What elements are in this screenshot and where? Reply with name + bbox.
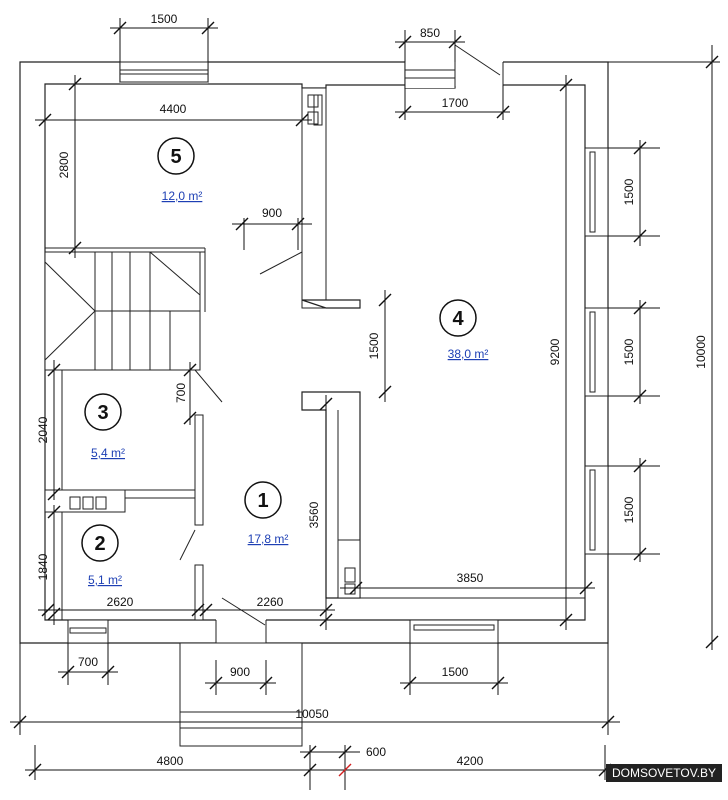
door-top — [404, 44, 504, 88]
dim-left-part: 4800 — [157, 754, 184, 768]
dim-room5-depth: 2800 — [57, 151, 71, 178]
dim-room5-width: 4400 — [160, 102, 187, 116]
room-5-area: 12,0 m² — [162, 189, 203, 203]
watermark: DOMSOVETOV.BY — [606, 764, 722, 782]
window-right-1 — [584, 147, 609, 237]
room-2-area: 5,1 m² — [88, 573, 122, 587]
dim-door-900-upper: 900 — [262, 206, 282, 220]
dim-room4-depth: 9200 — [548, 338, 562, 365]
room-2-number: 2 — [94, 533, 105, 555]
dim-overall-width: 10050 — [295, 707, 329, 721]
room-4-number: 4 — [452, 308, 464, 330]
dim-room4-width: 3850 — [457, 571, 484, 585]
dim-right-window-3: 1500 — [622, 496, 636, 523]
room-3-marker: 3 5,4 m² — [84, 393, 125, 460]
entrance-door-swing — [221, 597, 266, 626]
dim-room1-width: 2260 — [257, 595, 284, 609]
dim-room3-depth: 2040 — [36, 416, 50, 443]
room-3-area: 5,4 m² — [91, 446, 125, 460]
dim-top-door-width: 850 — [420, 26, 440, 40]
room-1-marker: 1 17,8 m² — [244, 481, 289, 546]
dim-right-window-1: 1500 — [622, 178, 636, 205]
dim-overall-depth: 10000 — [694, 335, 708, 369]
staircase — [44, 251, 201, 371]
watermark-text: DOMSOVETOV.BY — [612, 766, 716, 780]
dimension-labels: 1500 850 1700 4400 2800 900 1500 9200 10… — [36, 12, 708, 768]
window-bottom-left — [67, 619, 109, 644]
room-4-marker: 4 38,0 m² — [439, 299, 489, 361]
window-top-left — [119, 61, 209, 83]
room-5-number: 5 — [170, 146, 181, 168]
dim-opening-room4: 1500 — [367, 332, 381, 359]
room-1-number: 1 — [257, 490, 268, 512]
dim-right-window-2: 1500 — [622, 338, 636, 365]
dim-top-door-offset: 1700 — [442, 96, 469, 110]
dim-room1-depth: 3560 — [307, 501, 321, 528]
room-4-area: 38,0 m² — [448, 347, 489, 361]
room-1-area: 17,8 m² — [248, 532, 289, 546]
dim-room2-depth: 1840 — [36, 553, 50, 580]
dim-bottom-window-right: 1500 — [442, 665, 469, 679]
dim-room2-width: 2620 — [107, 595, 134, 609]
walls — [19, 44, 609, 747]
room-5-marker: 5 12,0 m² — [157, 137, 203, 203]
dimension-lines — [10, 18, 720, 790]
dim-entrance-door: 900 — [230, 665, 250, 679]
dim-middle-part: 600 — [366, 745, 386, 759]
top-door-gap — [405, 60, 455, 88]
room-markers: 1 17,8 m² 2 5,1 m² 3 5,4 m² 4 38,0 m² 5 … — [81, 137, 489, 587]
dim-top-window-left: 1500 — [151, 12, 178, 26]
entrance-gap — [216, 618, 266, 645]
interior-walls — [44, 87, 585, 621]
entrance-steps — [179, 642, 303, 747]
window-right-3 — [584, 465, 609, 555]
top-door-gap-2 — [455, 60, 503, 86]
window-right-2 — [584, 307, 609, 397]
room-3-number: 3 — [97, 402, 108, 424]
dim-bottom-window-left: 700 — [78, 655, 98, 669]
dim-room3-door: 700 — [174, 383, 188, 403]
room-2-marker: 2 5,1 m² — [81, 524, 122, 587]
dim-right-part: 4200 — [457, 754, 484, 768]
window-bottom-right — [409, 619, 499, 644]
